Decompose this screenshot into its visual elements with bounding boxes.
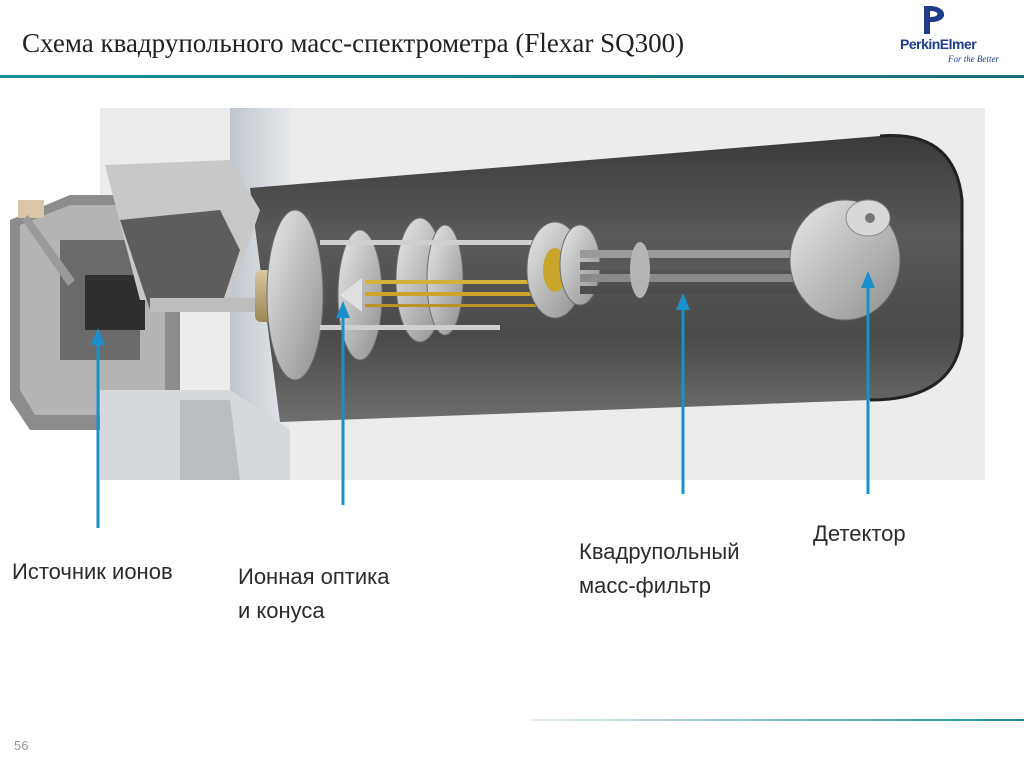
- page-number: 56: [14, 738, 29, 753]
- label-quadrupole-line2: масс-фильтр: [579, 573, 711, 598]
- logo-tagline: For the Better: [948, 54, 999, 64]
- label-ion-optics-line1: Ионная оптика: [238, 564, 390, 589]
- label-detector-text: Детектор: [813, 521, 906, 546]
- label-ion-optics: Ионная оптика и конуса: [238, 560, 389, 628]
- label-quadrupole: Квадрупольный масс-фильтр: [579, 535, 740, 603]
- perkinelmer-logo: PerkinElmer For the Better: [900, 4, 1012, 66]
- label-ion-source: Источник ионов: [12, 555, 173, 589]
- label-ion-optics-line2: и конуса: [238, 598, 325, 623]
- page-title: Схема квадрупольного масс-спектрометра (…: [22, 28, 685, 58]
- footer-divider: [530, 719, 1024, 721]
- label-ion-source-text: Источник ионов: [12, 559, 173, 584]
- perkinelmer-mark-icon: [924, 6, 945, 34]
- label-quadrupole-line1: Квадрупольный: [579, 539, 740, 564]
- logo-wordmark: PerkinElmer: [900, 36, 977, 52]
- label-detector: Детектор: [813, 517, 906, 551]
- mass-spectrometer-illustration: [10, 108, 985, 480]
- title-divider: [0, 75, 1024, 78]
